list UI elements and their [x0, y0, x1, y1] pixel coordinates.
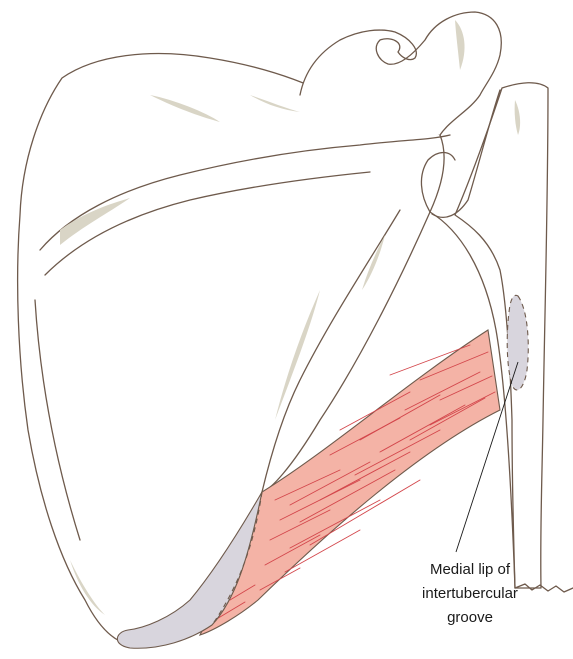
label-line-2: intertubercular — [370, 584, 570, 604]
humerus — [430, 83, 573, 592]
label-line-3: groove — [370, 608, 570, 628]
label-line-1: Medial lip of — [370, 560, 570, 580]
